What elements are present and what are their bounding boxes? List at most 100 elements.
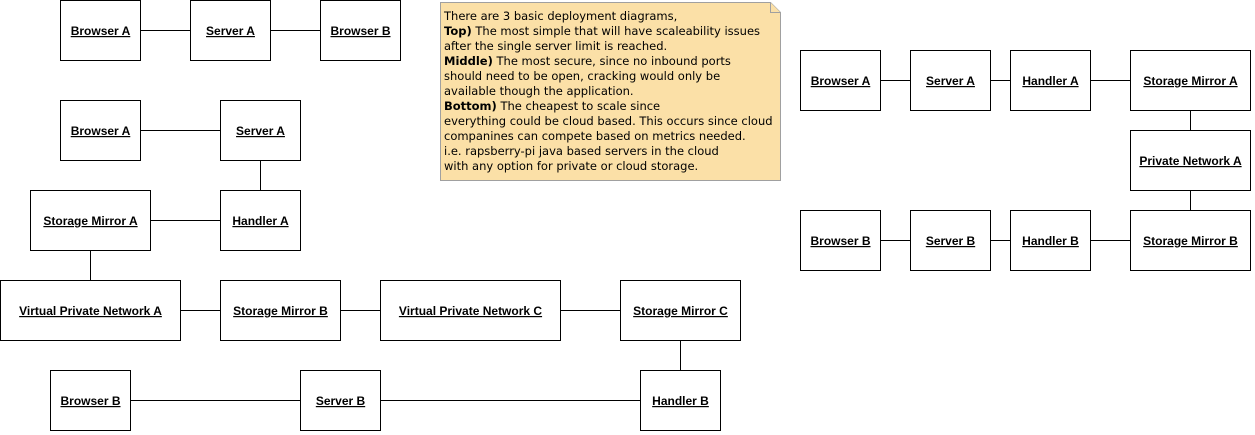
note-line-text: The most simple that will have scaleabil… <box>472 24 760 38</box>
node-box <box>910 50 991 111</box>
node-label: Storage Mirror A <box>1143 74 1238 88</box>
node-b-storage-mirror-c[interactable]: Storage Mirror C <box>620 280 741 341</box>
node-box <box>220 280 341 341</box>
note-line-text: The cheapest to scale since <box>497 99 660 113</box>
node-label: Server A <box>236 124 285 138</box>
node-box <box>300 370 381 431</box>
node-label: Server A <box>206 24 255 38</box>
node-m-server-b[interactable]: Server B <box>910 210 991 271</box>
node-label: Browser A <box>811 74 871 88</box>
description-note: There are 3 basic deployment diagrams,To… <box>440 2 781 181</box>
note-line: after the single server limit is reached… <box>444 39 667 53</box>
note-line: with any option for private or cloud sto… <box>444 159 698 173</box>
note-text: There are 3 basic deployment diagrams,To… <box>443 9 773 173</box>
note-line-heading: Top) <box>444 24 472 38</box>
node-label: Virtual Private Network A <box>19 304 162 318</box>
node-box <box>220 100 301 161</box>
node-box <box>320 0 401 61</box>
note-line: companines can compete based on metrics … <box>444 129 746 143</box>
node-m-browser-a[interactable]: Browser A <box>800 50 881 111</box>
note-line-text: There are 3 basic deployment diagrams, <box>443 9 677 23</box>
node-m-handler-b[interactable]: Handler B <box>1010 210 1091 271</box>
node-box <box>800 210 881 271</box>
node-t-browser-b[interactable]: Browser B <box>320 0 401 61</box>
node-label: Browser B <box>330 24 390 38</box>
node-box <box>800 50 881 111</box>
node-b-storage-mirror-a[interactable]: Storage Mirror A <box>30 190 151 251</box>
node-box <box>1130 210 1251 271</box>
node-m-storage-mirror-b[interactable]: Storage Mirror B <box>1130 210 1251 271</box>
note-line: Middle) The most secure, since no inboun… <box>444 54 731 68</box>
note-line: Bottom) The cheapest to scale since <box>444 99 660 113</box>
note-line-text: should need to be open, cracking would o… <box>444 69 720 83</box>
edges-layer <box>90 30 1191 401</box>
note-line: There are 3 basic deployment diagrams, <box>443 9 677 23</box>
node-label: Handler B <box>652 394 709 408</box>
node-m-storage-mirror-a[interactable]: Storage Mirror A <box>1130 50 1251 111</box>
node-label: Browser B <box>60 394 120 408</box>
node-label: Browser A <box>71 124 131 138</box>
node-t-browser-a[interactable]: Browser A <box>60 0 141 61</box>
note-folded-corner <box>770 2 781 13</box>
note-line-heading: Middle) <box>444 54 493 68</box>
node-box <box>60 100 141 161</box>
node-label: Browser A <box>71 24 131 38</box>
note-line-text: everything could be cloud based. This oc… <box>444 114 773 128</box>
node-t-server-a[interactable]: Server A <box>190 0 271 61</box>
node-m-server-a[interactable]: Server A <box>910 50 991 111</box>
node-label: Storage Mirror B <box>233 304 328 318</box>
node-b-vpn-c[interactable]: Virtual Private Network C <box>380 280 561 341</box>
note-line-text: i.e. rapsberry-pi java based servers in … <box>444 144 719 158</box>
note-line: i.e. rapsberry-pi java based servers in … <box>444 144 719 158</box>
node-box <box>30 190 151 251</box>
node-b-server-b[interactable]: Server B <box>300 370 381 431</box>
node-box <box>1130 130 1251 191</box>
node-box <box>50 370 131 431</box>
node-box <box>60 0 141 61</box>
node-box <box>640 370 721 431</box>
node-label: Handler A <box>1022 74 1079 88</box>
node-box <box>1010 210 1091 271</box>
node-box <box>190 0 271 61</box>
node-label: Storage Mirror B <box>1143 234 1238 248</box>
node-label: Private Network A <box>1139 154 1242 168</box>
node-label: Handler A <box>232 214 289 228</box>
node-box <box>0 280 181 341</box>
note-line: available though the application. <box>444 84 634 98</box>
note-line-text: companines can compete based on metrics … <box>444 129 746 143</box>
node-m-handler-a[interactable]: Handler A <box>1010 50 1091 111</box>
node-m-browser-b[interactable]: Browser B <box>800 210 881 271</box>
node-label: Server B <box>316 394 366 408</box>
node-box <box>380 280 561 341</box>
node-m-private-network-a[interactable]: Private Network A <box>1130 130 1251 191</box>
note-line-heading: Bottom) <box>444 99 497 113</box>
node-label: Virtual Private Network C <box>399 304 542 318</box>
node-b-browser-b[interactable]: Browser B <box>50 370 131 431</box>
note-line: Top) The most simple that will have scal… <box>444 24 760 38</box>
node-label: Server B <box>926 234 976 248</box>
note-line-text: after the single server limit is reached… <box>444 39 667 53</box>
node-b-handler-b[interactable]: Handler B <box>640 370 721 431</box>
node-label: Storage Mirror C <box>633 304 728 318</box>
node-label: Handler B <box>1022 234 1079 248</box>
node-b-vpn-a[interactable]: Virtual Private Network A <box>0 280 181 341</box>
node-b-browser-a[interactable]: Browser A <box>60 100 141 161</box>
note-line-text: with any option for private or cloud sto… <box>444 159 698 173</box>
note-line: should need to be open, cracking would o… <box>444 69 720 83</box>
node-b-server-a[interactable]: Server A <box>220 100 301 161</box>
node-box <box>1010 50 1091 111</box>
node-b-storage-mirror-b[interactable]: Storage Mirror B <box>220 280 341 341</box>
node-b-handler-a[interactable]: Handler A <box>220 190 301 251</box>
note-box <box>440 2 781 181</box>
node-box <box>620 280 741 341</box>
node-box <box>910 210 991 271</box>
node-label: Server A <box>926 74 975 88</box>
node-box <box>1130 50 1251 111</box>
note-line-text: The most secure, since no inbound ports <box>493 54 731 68</box>
node-label: Browser B <box>810 234 870 248</box>
note-line: everything could be cloud based. This oc… <box>444 114 773 128</box>
note-line-text: available though the application. <box>444 84 634 98</box>
node-label: Storage Mirror A <box>43 214 138 228</box>
